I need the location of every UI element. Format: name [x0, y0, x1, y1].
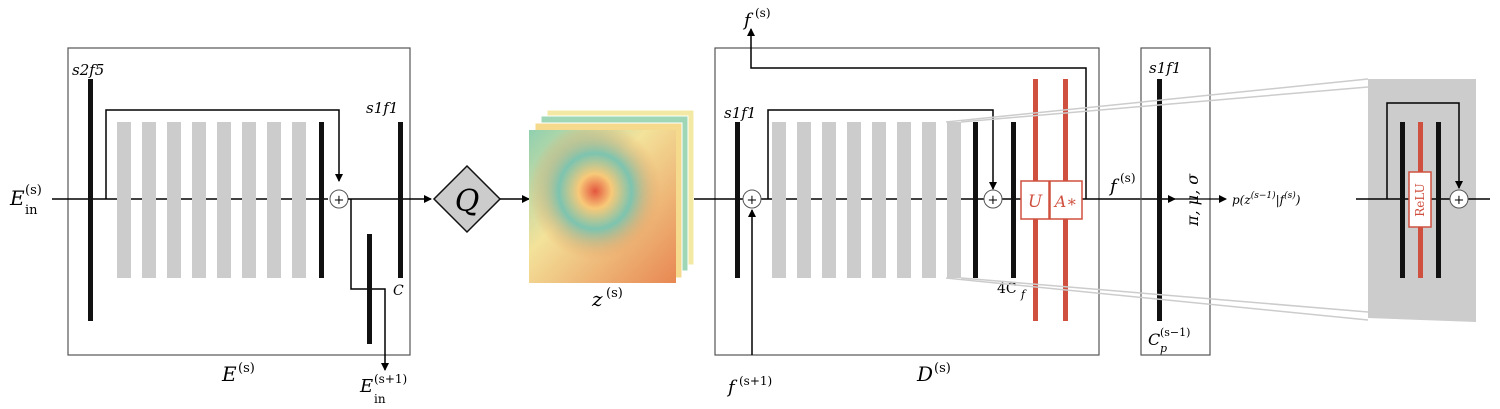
decoder-res-block — [922, 122, 936, 278]
encoder-next-input-sup: (s+1) — [374, 372, 407, 386]
decoder-residual-blocks — [772, 122, 961, 278]
plus-icon: + — [988, 193, 999, 208]
encoder-channels-label: C — [393, 283, 404, 299]
predictor-frame — [1140, 47, 1211, 356]
decoder-u-box — [1020, 180, 1050, 220]
decoder-block-label: D — [916, 362, 933, 386]
plus-icon: + — [1454, 193, 1465, 208]
decoder-res-block — [772, 122, 786, 278]
zoom-line-bottom — [945, 277, 1369, 321]
zoom-line-top — [945, 78, 1369, 123]
encoder-res-block — [292, 122, 306, 278]
encoder-res-block — [217, 122, 231, 278]
latent-layer-overlay — [529, 130, 676, 283]
encoder-res-block — [242, 122, 256, 278]
predictor-channels-label: C — [1148, 330, 1160, 349]
decoder-a-box — [1049, 180, 1083, 220]
encoder-res-block — [167, 122, 181, 278]
decoder-channels-sub: f — [1020, 288, 1027, 301]
resblock-relu-box — [1408, 171, 1432, 228]
decoder-bottom-input-label: f — [726, 377, 738, 398]
encoder-pointwise-conv-label: s1f1 — [366, 99, 398, 117]
decoder-block: s1f1 + f (s+1) + 4C f U A∗ — [694, 6, 1176, 398]
encoder-res-block — [142, 122, 156, 278]
predictor-channels-sup: (s−1) — [1160, 326, 1190, 339]
decoder-res-block — [947, 122, 961, 278]
decoder-res-block — [897, 122, 911, 278]
decoder-frame — [714, 47, 1100, 356]
decoder-bottom-input-sup: (s+1) — [739, 374, 772, 388]
decoder-top-output-label: f — [742, 10, 754, 31]
decoder-res-block — [847, 122, 861, 278]
decoder-top-output-sup: (s) — [755, 6, 771, 20]
quantizer-diamond — [432, 164, 502, 234]
resblock-skip — [1386, 102, 1463, 199]
encoder-input-label: E — [9, 186, 25, 210]
decoder-res-block — [797, 122, 811, 278]
resblock-relu-label: ReLU — [1413, 183, 1427, 217]
encoder-next-input-label: E — [359, 376, 373, 397]
encoder-block: E (s) in s2f5 + s1f1 C — [9, 47, 432, 406]
encoder-branch-conv — [367, 234, 372, 344]
decoder-pointwise-conv — [735, 122, 740, 278]
predictor-conv-label: s1f1 — [1149, 59, 1181, 77]
zoom-line-top-2 — [960, 86, 1369, 123]
decoder-input-add-node — [742, 189, 762, 209]
zoom-line-bottom-2 — [960, 277, 1369, 313]
decoder-u-label: U — [1028, 192, 1043, 212]
quantizer-label: Q — [455, 184, 480, 219]
decoder-skip-connection — [767, 109, 997, 199]
zoom-callout — [945, 78, 1369, 321]
predictor-params-label: π, μ, σ — [1183, 173, 1202, 227]
encoder-block-label: E — [221, 362, 237, 386]
latent-label: z — [591, 287, 603, 311]
encoder-block-sup: (s) — [238, 361, 255, 376]
decoder-conv-bar — [973, 122, 978, 278]
latent-sup: (s) — [606, 286, 623, 301]
plus-icon: + — [747, 193, 758, 208]
quantizer: Q — [432, 164, 530, 234]
encoder-res-block — [117, 122, 131, 278]
resblock-zoom: ReLU + — [1356, 79, 1490, 322]
encoder-pointwise-conv — [398, 122, 403, 278]
predictor-output-label: p(z(s−1)|f(s)) — [1232, 190, 1301, 207]
encoder-residual-blocks — [117, 122, 306, 278]
decoder-expand-conv — [1011, 122, 1016, 278]
latent-stack: z (s) — [529, 109, 695, 311]
encoder-input-sup: (s) — [25, 183, 42, 198]
decoder-output-label: f — [1108, 176, 1120, 197]
decoder-top-output-line — [747, 28, 1087, 199]
predictor-conv — [1157, 79, 1162, 321]
resblock-conv-1 — [1400, 122, 1405, 278]
resblock-conv-2 — [1436, 122, 1441, 278]
encoder-res-block — [267, 122, 281, 278]
encoder-frame — [67, 47, 411, 356]
decoder-output-sup: (s) — [1120, 171, 1136, 185]
encoder-next-input-sub: in — [374, 392, 386, 406]
predictor-block: s1f1 π, μ, σ C p (s−1) p(z(s−1)|f(s)) — [1140, 47, 1301, 356]
predictor-channels-sub: p — [1160, 342, 1167, 355]
encoder-skip-connection — [105, 109, 343, 199]
encoder-strided-conv-label: s2f5 — [72, 61, 104, 79]
decoder-res-block — [822, 122, 836, 278]
decoder-block-sup: (s) — [934, 361, 951, 376]
decoder-a-label: A∗ — [1053, 192, 1077, 211]
encoder-conv-bar — [319, 122, 324, 278]
decoder-conv-label: s1f1 — [724, 104, 756, 122]
encoder-strided-conv — [88, 79, 93, 321]
decoder-res-block — [872, 122, 886, 278]
decoder-add-node — [983, 189, 1003, 209]
encoder-res-block — [192, 122, 206, 278]
encoder-input-sub: in — [25, 203, 38, 218]
plus-icon: + — [334, 193, 345, 208]
resblock-add-node — [1449, 189, 1469, 209]
